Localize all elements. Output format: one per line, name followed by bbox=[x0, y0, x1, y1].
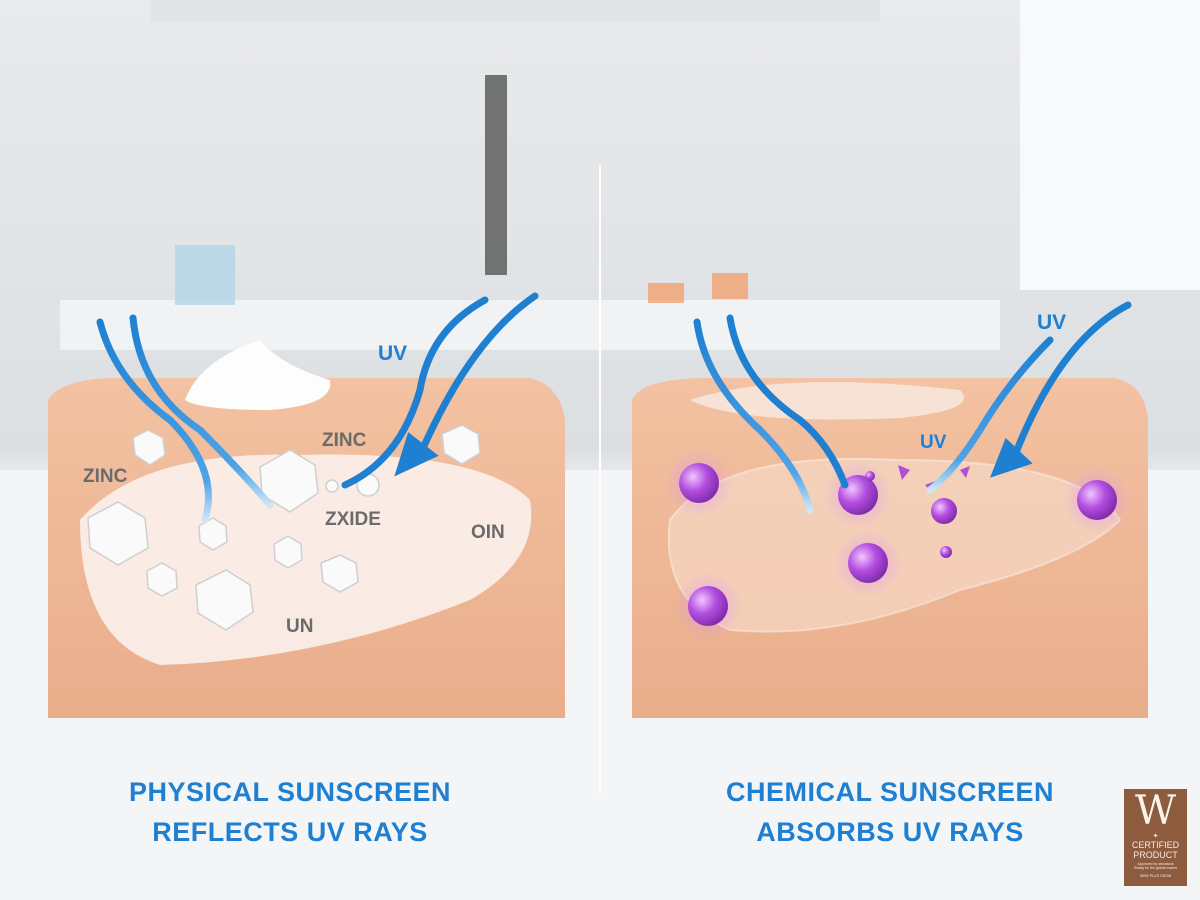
title-line: CHEMICAL SUNSCREEN bbox=[725, 777, 1055, 807]
un-label: UN bbox=[286, 616, 313, 637]
chemical-skin-block: UV UV bbox=[632, 301, 1148, 718]
window bbox=[1020, 0, 1200, 290]
shelf bbox=[150, 0, 880, 22]
cream-dollop bbox=[185, 340, 331, 410]
badge-line: CERTIFIED bbox=[1131, 840, 1180, 850]
uv-rays-absorbed bbox=[693, 301, 1132, 514]
beaker bbox=[175, 245, 235, 305]
badge-line: PRODUCT bbox=[1133, 850, 1178, 860]
zinc-particles bbox=[87, 424, 481, 631]
lab-bench bbox=[60, 300, 1000, 350]
uv-label: UV bbox=[920, 432, 947, 453]
badge-logo: W bbox=[1134, 788, 1177, 834]
certified-product-badge: W ✦ CERTIFIED PRODUCT Approved by standa… bbox=[1124, 789, 1187, 886]
uv-label: UV bbox=[1037, 311, 1066, 334]
uv-label: UV bbox=[378, 342, 407, 365]
uv-rays-reflected bbox=[96, 292, 539, 524]
title-line: ABSORBS UV RAYS bbox=[756, 817, 1024, 847]
chemical-sunscreen-title: CHEMICAL SUNSCREEN ABSORBS UV RAYS bbox=[660, 772, 1120, 852]
microscope bbox=[485, 75, 507, 275]
title-line: REFLECTS UV RAYS bbox=[152, 817, 428, 847]
clear-gel-top bbox=[690, 382, 964, 420]
zinc-label: ZINC bbox=[83, 466, 128, 487]
badge-footer: WISE PLUS GROW bbox=[1139, 874, 1172, 878]
uv-filter-molecules bbox=[665, 449, 1131, 640]
oxide-label: ZXIDE bbox=[325, 509, 381, 530]
uv-arrow bbox=[416, 292, 539, 459]
badge-small-text: Approved by standards bbox=[1137, 862, 1174, 866]
zinc-label: ZINC bbox=[322, 430, 367, 451]
oin-label: OIN bbox=[471, 522, 505, 543]
white-cream-smear bbox=[80, 454, 532, 665]
physical-sunscreen-title: PHYSICAL SUNSCREEN REFLECTS UV RAYS bbox=[60, 772, 520, 852]
badge-small-text: Ready for the global market bbox=[1134, 866, 1177, 870]
physical-skin-block: UV ZINC ZINC ZXIDE OIN UN bbox=[48, 292, 565, 718]
title-line: PHYSICAL SUNSCREEN bbox=[128, 777, 452, 807]
